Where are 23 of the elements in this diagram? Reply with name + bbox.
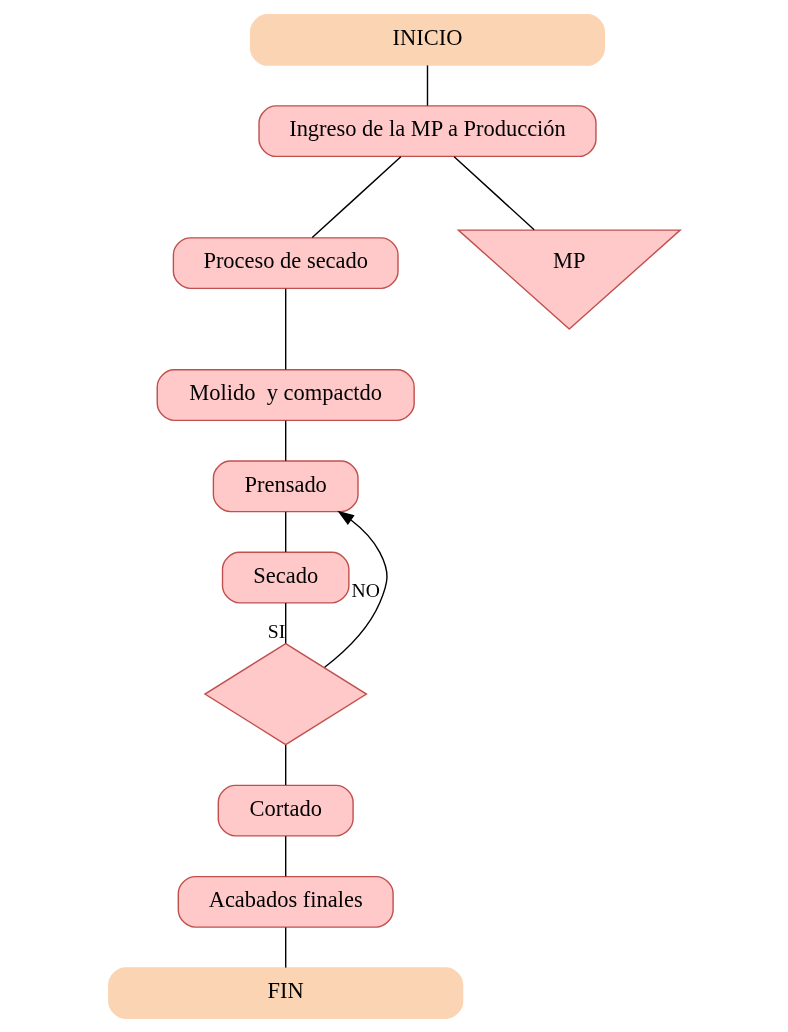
connector: [284, 835, 286, 877]
connector: [284, 287, 286, 370]
edge-label: SI: [267, 619, 285, 642]
connector: [284, 743, 286, 786]
node-box: FIN: [107, 966, 463, 1019]
connector: [452, 155, 535, 230]
node-box: Molido y compactdo: [156, 368, 415, 421]
node-box: Prensado: [212, 459, 359, 512]
node-box: INICIO: [249, 13, 605, 66]
connector: [284, 601, 286, 644]
connector: [311, 155, 401, 238]
node-box: Ingreso de la MP a Producción: [257, 104, 597, 157]
node-box: Acabados finales: [177, 875, 394, 928]
connector: [284, 926, 286, 968]
node-diamond: [203, 642, 368, 745]
arrow: [323, 510, 388, 668]
connector: [284, 510, 286, 553]
connector: [426, 64, 428, 106]
edge-label: NO: [351, 578, 380, 601]
connector: [284, 419, 286, 461]
node-box: Cortado: [217, 784, 354, 837]
node-box: Proceso de secado: [172, 236, 399, 289]
node-box: Secado: [221, 551, 350, 604]
